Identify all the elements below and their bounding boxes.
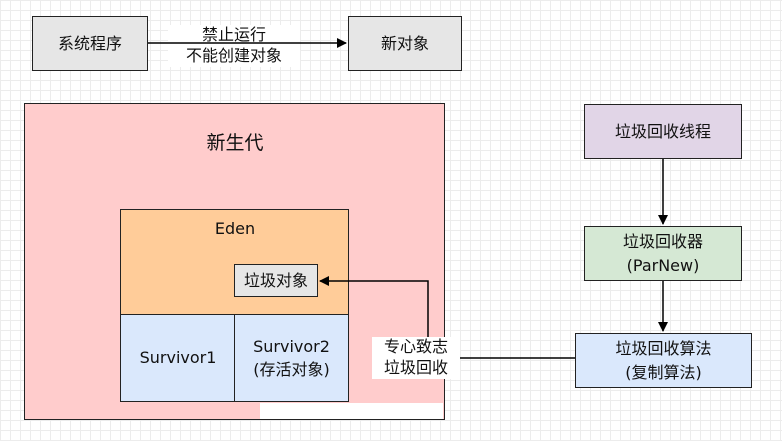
survivor1-box: Survivor1 bbox=[120, 314, 236, 402]
new-object-label: 新对象 bbox=[380, 33, 429, 53]
garbage-object-box: 垃圾对象 bbox=[234, 264, 318, 297]
eden-box bbox=[120, 209, 349, 316]
focus-label-line2: 垃圾回收 bbox=[383, 357, 448, 377]
arrow-algorithm-to-garbage bbox=[319, 276, 575, 359]
young-generation-title: 新生代 bbox=[206, 132, 264, 154]
eden-title: Eden bbox=[214, 219, 256, 238]
gc-thread-label: 垃圾回收线程 bbox=[614, 121, 711, 141]
survivor2-label-line2: (存活对象) bbox=[253, 360, 330, 379]
gc-collector-label-line2: (ParNew) bbox=[626, 255, 700, 275]
system-program-box: 系统程序 bbox=[32, 16, 148, 71]
system-program-label: 系统程序 bbox=[57, 33, 122, 53]
gc-collector-label-line1: 垃圾回收器 bbox=[622, 232, 703, 252]
gc-collector-box: 垃圾回收器 (ParNew) bbox=[584, 226, 742, 281]
young-gen-bottom-patch bbox=[260, 403, 443, 419]
new-object-box: 新对象 bbox=[348, 16, 462, 71]
block-arrow-label-line2: 不能创建对象 bbox=[185, 45, 282, 65]
survivor2-box: Survivor2 (存活对象) bbox=[234, 314, 349, 402]
gc-algorithm-label-line1: 垃圾回收算法 bbox=[615, 339, 712, 359]
focus-label-line1: 专心致志 bbox=[383, 337, 448, 356]
block-arrow-label-line1: 禁止运行 bbox=[201, 25, 266, 44]
survivor1-label: Survivor1 bbox=[139, 348, 217, 368]
gc-algorithm-box: 垃圾回收算法 (复制算法) bbox=[575, 333, 752, 388]
block-arrow-label: 禁止运行 不能创建对象 bbox=[168, 25, 300, 67]
gc-thread-box: 垃圾回收线程 bbox=[584, 104, 742, 159]
gc-algorithm-label-line2: (复制算法) bbox=[625, 362, 702, 382]
survivor2-label-line1: Survivor2 bbox=[253, 336, 330, 356]
garbage-object-label: 垃圾对象 bbox=[243, 270, 308, 290]
focus-label: 专心致志 垃圾回收 bbox=[372, 337, 460, 379]
